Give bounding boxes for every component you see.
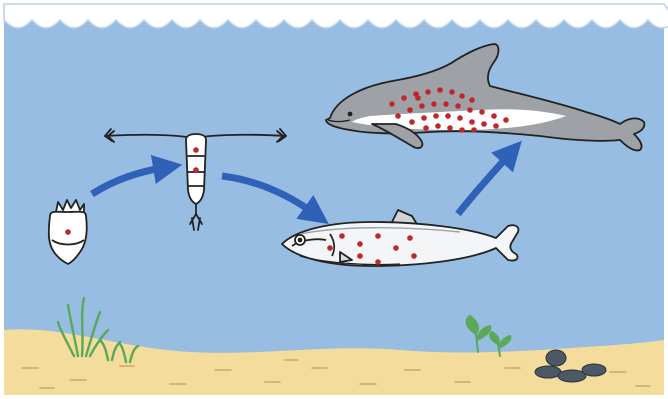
porpoise-contaminant-dot	[445, 113, 451, 119]
porpoise-contaminant-dot	[471, 127, 477, 133]
fish-contaminant-dot	[375, 233, 381, 239]
porpoise-contaminant-dot	[431, 101, 437, 107]
porpoise-contaminant-dot	[395, 113, 401, 119]
copepod-contaminant-dot	[193, 167, 199, 173]
porpoise-contaminant-dot	[455, 103, 461, 109]
porpoise-contaminant-dot	[449, 89, 455, 95]
porpoise-contaminant-dot	[433, 113, 439, 119]
porpoise-contaminant-dot	[419, 103, 425, 109]
porpoise-contaminant-dot	[491, 113, 497, 119]
copepod-contaminant-dot	[193, 147, 199, 153]
fish-contaminant-dot	[357, 241, 363, 247]
fish-contaminant-dot	[339, 233, 345, 239]
fish-contaminant-dot	[411, 253, 417, 259]
porpoise-contaminant-dot	[457, 115, 463, 121]
porpoise-contaminant-dot	[407, 107, 413, 113]
porpoise-contaminant-dot	[481, 121, 487, 127]
fish-contaminant-dot	[357, 253, 363, 259]
fish-contaminant-dot	[327, 245, 333, 251]
porpoise-contaminant-dot	[443, 101, 449, 107]
porpoise-contaminant-dot	[435, 123, 441, 129]
porpoise-contaminant-dot	[389, 101, 395, 107]
porpoise-contaminant-dot	[437, 87, 443, 93]
porpoise-contaminant-dot	[421, 115, 427, 121]
porpoise-contaminant-dot	[493, 123, 499, 129]
porpoise-contaminant-dot	[425, 89, 431, 95]
porpoise-contaminant-dot	[469, 97, 475, 103]
porpoise-contaminant-dot	[459, 127, 465, 133]
fish-contaminant-dot	[393, 245, 399, 251]
fish-contaminant-dot	[407, 235, 413, 241]
porpoise-contaminant-dot	[467, 107, 473, 113]
water-surface-waves	[4, 4, 668, 28]
porpoise-contaminant-dot	[409, 119, 415, 125]
porpoise-contaminant-dot	[469, 119, 475, 125]
porpoise-contaminant-dot	[401, 95, 407, 101]
porpoise-contaminant-dot	[415, 95, 421, 101]
fish-contaminant-dot	[375, 259, 381, 265]
porpoise-contaminant-dot	[479, 109, 485, 115]
porpoise-contaminant-dot	[423, 125, 429, 131]
jellyfish-contaminant-dot	[65, 229, 71, 235]
porpoise-contaminant-dot	[459, 93, 465, 99]
porpoise-contaminant-dot	[447, 125, 453, 131]
porpoise-contaminant-dot	[503, 117, 509, 123]
